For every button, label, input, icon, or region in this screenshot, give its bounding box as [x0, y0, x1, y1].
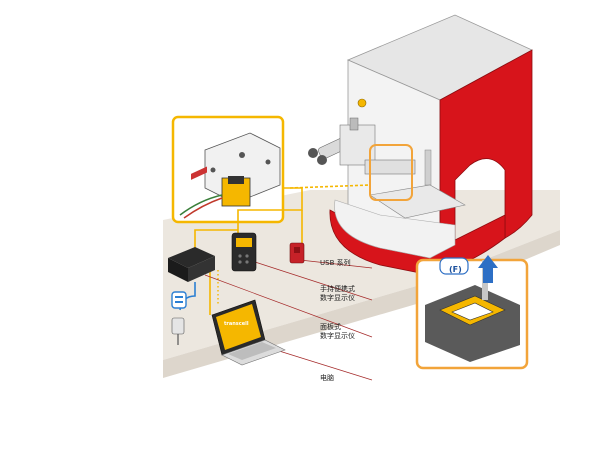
panel-display-device — [168, 166, 215, 282]
workbench — [163, 190, 560, 360]
machine-base-white — [334, 199, 456, 259]
force-detail-callout — [415, 255, 529, 370]
handheld-display-label-line2: 数字显示仪 — [320, 294, 355, 302]
machine-display-slot — [424, 149, 432, 186]
force-label: (F) — [449, 265, 462, 274]
laptop — [211, 299, 286, 366]
panel-display-label-line2: 数字显示仪 — [320, 332, 355, 340]
machine-red-frame — [439, 49, 533, 241]
force-up-arrow-icon — [478, 255, 498, 283]
sample-stage — [369, 184, 466, 219]
panel-display-label-line1: 面板式 — [320, 323, 341, 331]
connection-lines — [194, 184, 371, 315]
usb-series-label: USB 系列 — [320, 259, 351, 267]
test-machine — [308, 14, 533, 276]
handheld-display-device — [231, 232, 257, 272]
laptop-screen-brand: transcell — [224, 321, 249, 327]
stage-highlight — [369, 144, 413, 201]
power-adapter — [171, 282, 196, 345]
handheld-display-label-line1: 手持便携式 — [320, 285, 355, 293]
computer-label: 电脑 — [320, 374, 334, 382]
emergency-stop-icon — [357, 98, 367, 108]
microscope — [308, 117, 416, 175]
sensor-detail-callout — [171, 115, 285, 224]
usb-module — [289, 242, 305, 264]
